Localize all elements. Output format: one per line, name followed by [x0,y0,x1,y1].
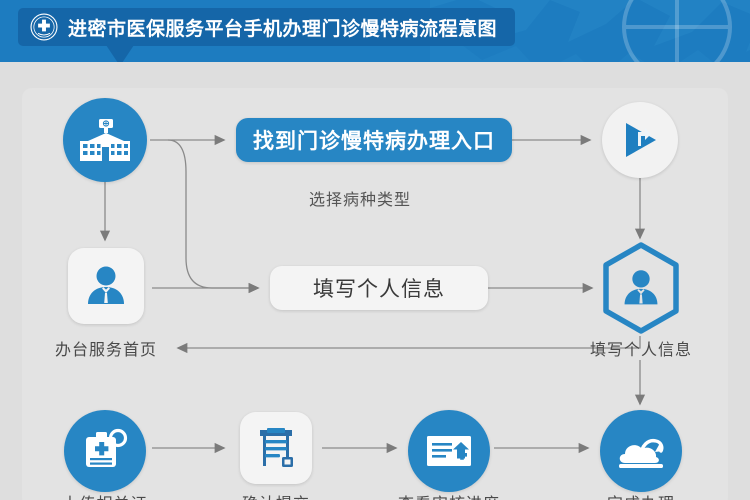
node-fill-info-box[interactable]: 填写个人信息 [270,266,488,310]
caption-service-home: 办台服务首页 [54,340,157,359]
node-service-home[interactable] [68,248,144,324]
node-confirm-submit[interactable] [240,412,312,484]
hospital-building-icon [80,119,130,161]
title-banner-pointer [106,45,134,62]
node-hospital[interactable] [63,98,147,182]
document-form-icon [260,428,293,467]
play-arrow-icon [626,123,656,157]
node-upload-id[interactable] [64,410,146,492]
caption-complete: 完成办理 [577,490,705,500]
node-check-progress[interactable] [408,410,490,492]
title-banner: 进密市医保服务平台手机办理门诊慢特病流程意图 [18,8,516,62]
user-person-icon [624,270,658,305]
node-play[interactable] [602,102,678,178]
user-person-icon [88,266,124,304]
cloud-tray-icon [619,438,664,468]
node-entry-pill[interactable]: 找到门诊慢特病办理入口 [236,118,512,162]
caption-check-progress: 查看审核进度 [385,490,513,500]
sublabel-choose-disease-type: 选择病种类型 [309,190,412,209]
node-complete[interactable] [600,410,682,492]
caption-upload-id: 上传相关证 [41,490,169,500]
caption-confirm-submit: 确认提交 [212,490,340,500]
globe-icon [622,0,732,62]
page-title: 进密市医保服务平台手机办理门诊慢特病流程意图 [68,17,498,40]
medical-cross-emblem-icon [30,13,58,41]
node-fill-info-hex[interactable] [596,240,686,336]
medical-card-icon [86,428,128,467]
page-header: 进密市医保服务平台手机办理门诊慢特病流程意图 [0,0,750,62]
caption-fill-info-hex: 填写个人信息 [589,340,692,359]
hexagon-frame-icon [603,242,679,334]
card-upload-icon [427,436,471,466]
